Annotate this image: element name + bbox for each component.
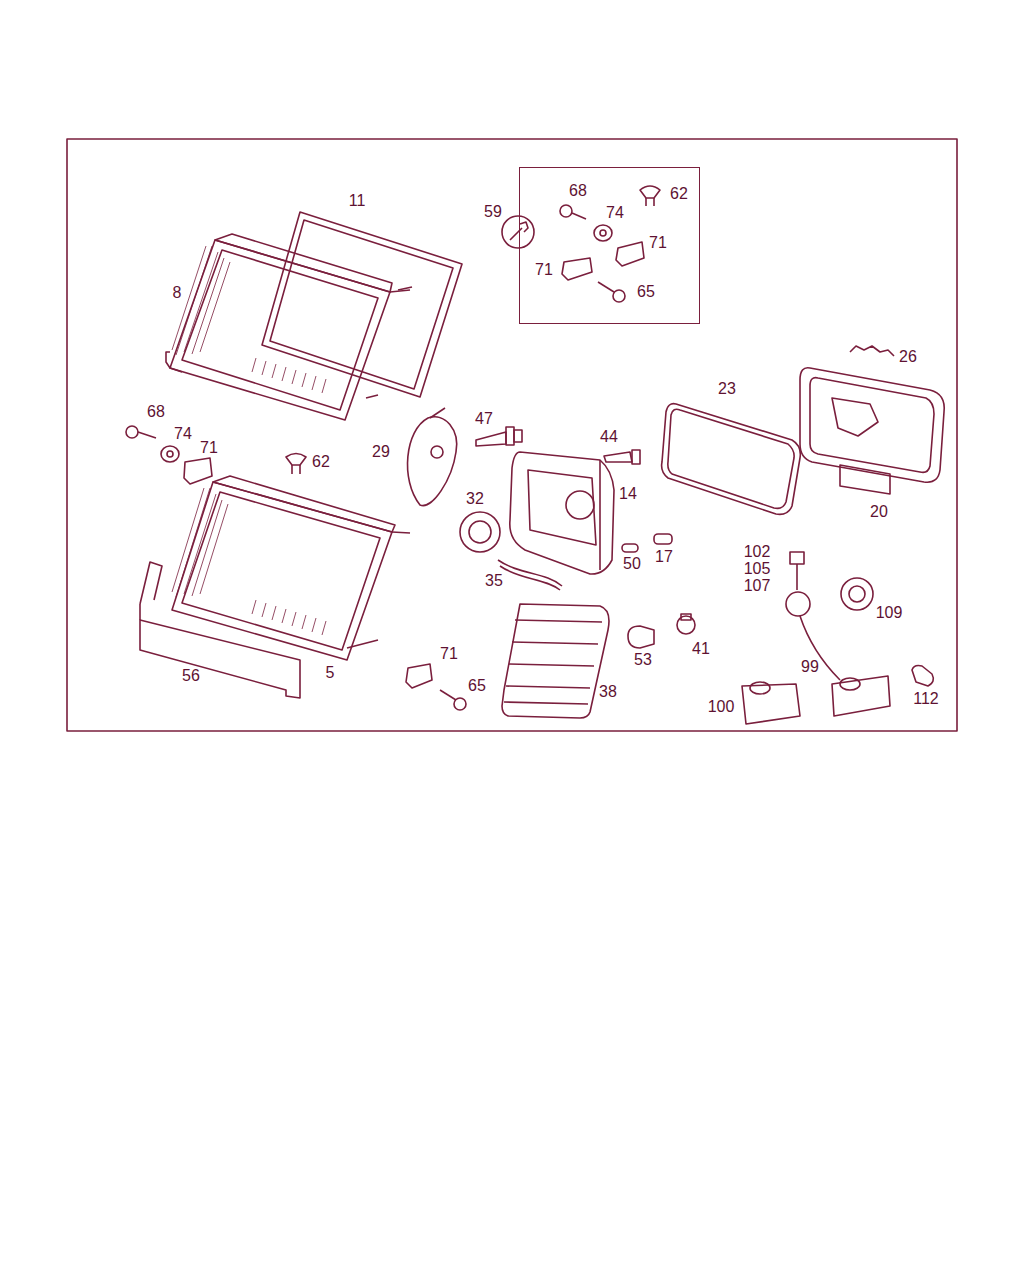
- bulb: [628, 614, 695, 648]
- callout-number: 35: [485, 573, 503, 589]
- callout-number: 65: [468, 678, 486, 694]
- adjusting-screw: [476, 427, 522, 446]
- callout-number: 8: [173, 285, 182, 301]
- callout-number: 59: [484, 204, 502, 220]
- callout-number: 50: [623, 556, 641, 572]
- side-marker: [742, 552, 933, 724]
- callout-number: 71: [200, 440, 218, 456]
- fastener: [126, 426, 466, 710]
- callout-number: 17: [655, 549, 673, 565]
- headlamp-lens: [172, 476, 410, 660]
- callout-number: 68: [569, 183, 587, 199]
- callout-number: 102: [744, 544, 771, 560]
- callout-number: 99: [801, 659, 819, 675]
- callout-number: 32: [466, 491, 484, 507]
- fastener: [502, 186, 660, 302]
- callout-number: 100: [708, 699, 735, 715]
- callout-number: 68: [147, 404, 165, 420]
- gasket: [662, 404, 801, 515]
- callout-number: 20: [870, 504, 888, 520]
- callout-number: 74: [606, 205, 624, 221]
- bulb: [604, 450, 640, 464]
- callout-number: 65: [637, 284, 655, 300]
- callout-number: 105: [744, 561, 771, 577]
- trim-strip: [140, 562, 300, 698]
- callout-number: 107: [744, 578, 771, 594]
- callout-number: 38: [599, 684, 617, 700]
- callout-number: 62: [670, 186, 688, 202]
- callout-number: 47: [475, 411, 493, 427]
- callout-number: 26: [899, 349, 917, 365]
- frame: [67, 139, 957, 731]
- callout-number: 56: [182, 668, 200, 684]
- headlamp-lens: [166, 234, 410, 420]
- bulb-holder: [460, 512, 562, 590]
- tool-inset-box: 59686274717165: [519, 167, 700, 324]
- callout-number: 53: [634, 652, 652, 668]
- callout-number: 44: [600, 429, 618, 445]
- callout-number: 62: [312, 454, 330, 470]
- callout-number: 112: [913, 691, 939, 707]
- callout-number: 23: [718, 381, 736, 397]
- reflector-housing: [510, 452, 614, 574]
- callout-number: 14: [619, 486, 637, 502]
- tail-lens: [502, 604, 609, 718]
- wire: [850, 346, 894, 356]
- callout-number: 71: [440, 646, 458, 662]
- callout-number: 74: [174, 426, 192, 442]
- callout-number: 71: [535, 262, 553, 278]
- callout-number: 5: [326, 665, 335, 681]
- callout-number: 109: [876, 605, 903, 621]
- cover-cap: [408, 408, 457, 506]
- callout-number: 11: [349, 193, 366, 209]
- lamp-housing: [800, 368, 944, 494]
- callout-number: 41: [692, 641, 710, 657]
- callout-number: 71: [649, 235, 667, 251]
- callout-number: 29: [372, 444, 390, 460]
